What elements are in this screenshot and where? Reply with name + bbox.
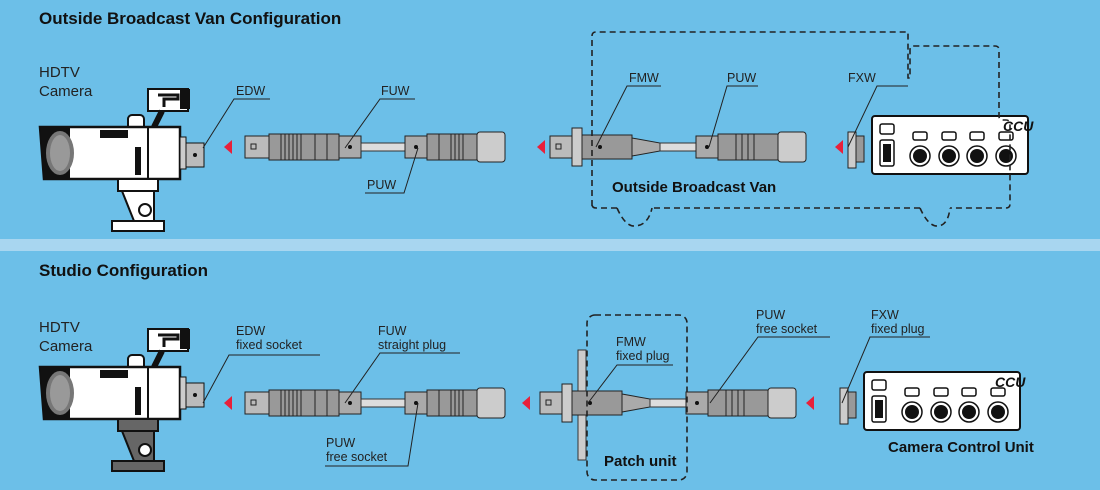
connector-name: FMW xyxy=(616,335,646,349)
label-fxw: FXW xyxy=(848,71,876,85)
ccu-studio xyxy=(839,371,1021,431)
van-label: Outside Broadcast Van xyxy=(612,179,777,196)
label-fuw: FUW straight plug xyxy=(378,324,446,352)
connector-type: free socket xyxy=(326,450,388,464)
label-fmw: FMW xyxy=(629,71,659,85)
label-fuw: FUW xyxy=(381,84,410,98)
camera-label-ob: HDTV Camera xyxy=(39,63,92,101)
label-puw: PUW free socket xyxy=(756,308,817,336)
connector-type: fixed plug xyxy=(871,322,925,336)
connector-type: straight plug xyxy=(378,338,447,352)
van-outline xyxy=(591,31,1011,209)
studio-config-title: Studio Configuration xyxy=(39,261,209,280)
van-wheel xyxy=(616,207,653,227)
label-edw: EDW xyxy=(236,84,266,98)
camera-label-line1: HDTV xyxy=(39,319,80,336)
ccu-ob xyxy=(847,115,1029,175)
arrow-icon xyxy=(806,396,814,410)
patch-unit-outline xyxy=(586,314,688,481)
hdtv-camera-ob xyxy=(40,89,204,231)
connector-name: FUW xyxy=(378,324,407,338)
connector-type: fixed plug xyxy=(616,349,670,363)
connector-type: fixed socket xyxy=(236,338,303,352)
leader-lines-ob xyxy=(202,85,908,194)
label-fxw: FXW fixed plug xyxy=(871,308,925,336)
ccu-badge: CCU xyxy=(1003,118,1034,134)
label-puw: PUW xyxy=(367,178,397,192)
connector-name: PUW xyxy=(326,436,356,450)
patch-unit-label: Patch unit xyxy=(604,453,677,470)
arrow-icon xyxy=(522,396,530,410)
camera-cable-ob xyxy=(244,131,506,163)
ccu-label: Camera Control Unit xyxy=(888,439,1034,456)
van-cable-ob xyxy=(549,127,807,167)
ccu-badge: CCU xyxy=(995,374,1026,390)
connector-name: EDW xyxy=(236,324,266,338)
connector-type: free socket xyxy=(756,322,818,336)
connector-name: PUW xyxy=(756,308,786,322)
arrow-icon xyxy=(835,140,843,154)
leader-lines-studio xyxy=(202,336,930,467)
camera-label-line2: Camera xyxy=(39,338,93,355)
label-puw: PUW xyxy=(727,71,757,85)
van-wheel xyxy=(919,207,951,227)
camera-label-studio: HDTV Camera xyxy=(39,318,92,356)
arrow-icon xyxy=(224,396,232,410)
camera-cable-studio xyxy=(244,387,506,419)
arrow-icon xyxy=(224,140,232,154)
ob-van-config-title: Outside Broadcast Van Configuration xyxy=(39,9,342,28)
section-separator xyxy=(0,239,1100,251)
arrow-icon xyxy=(537,140,545,154)
label-puw: PUW free socket xyxy=(326,436,387,464)
label-edw: EDW fixed socket xyxy=(236,324,302,352)
camera-label-line2: Camera xyxy=(39,83,93,100)
camera-label-line1: HDTV xyxy=(39,64,80,81)
connector-name: FXW xyxy=(871,308,899,322)
label-fmw: FMW fixed plug xyxy=(616,335,670,363)
